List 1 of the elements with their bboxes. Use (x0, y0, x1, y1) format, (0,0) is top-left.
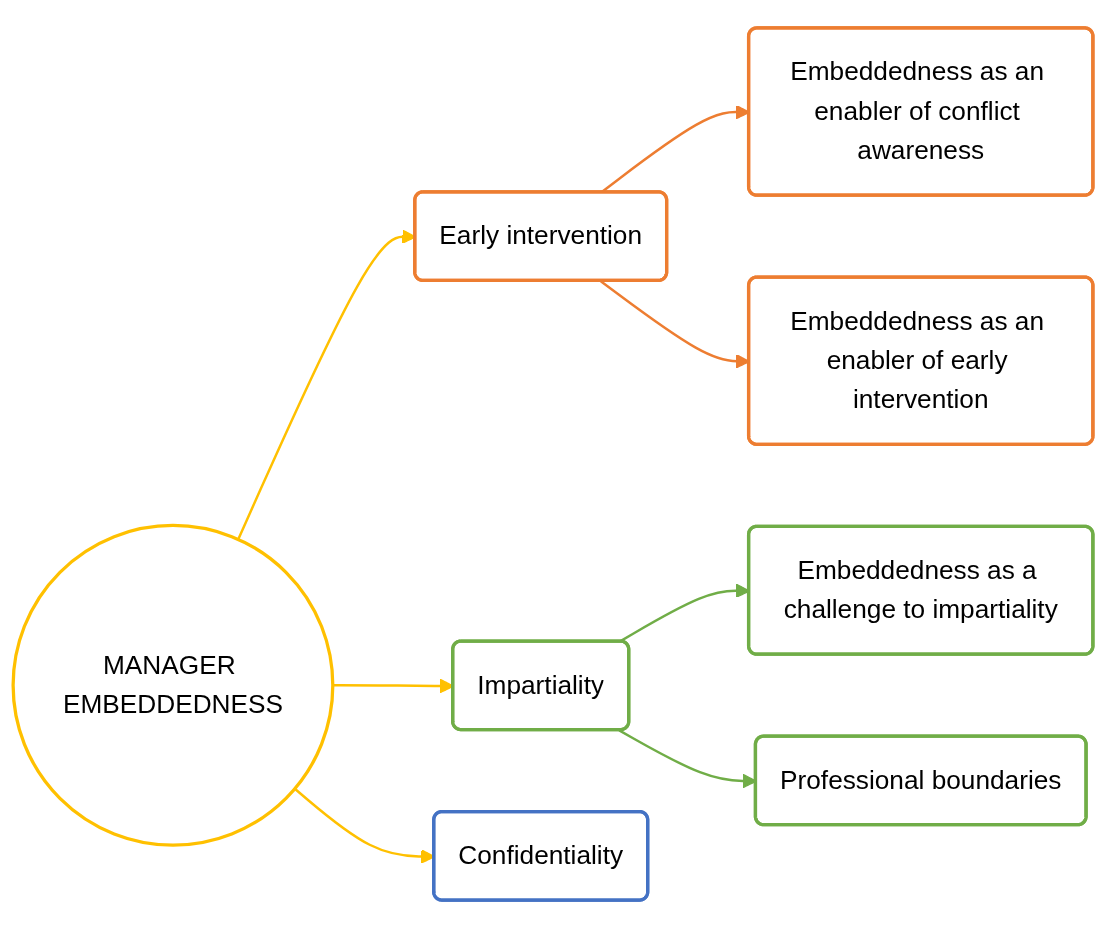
node-circle: MANAGER EMBEDDEDNESS (11, 523, 335, 847)
